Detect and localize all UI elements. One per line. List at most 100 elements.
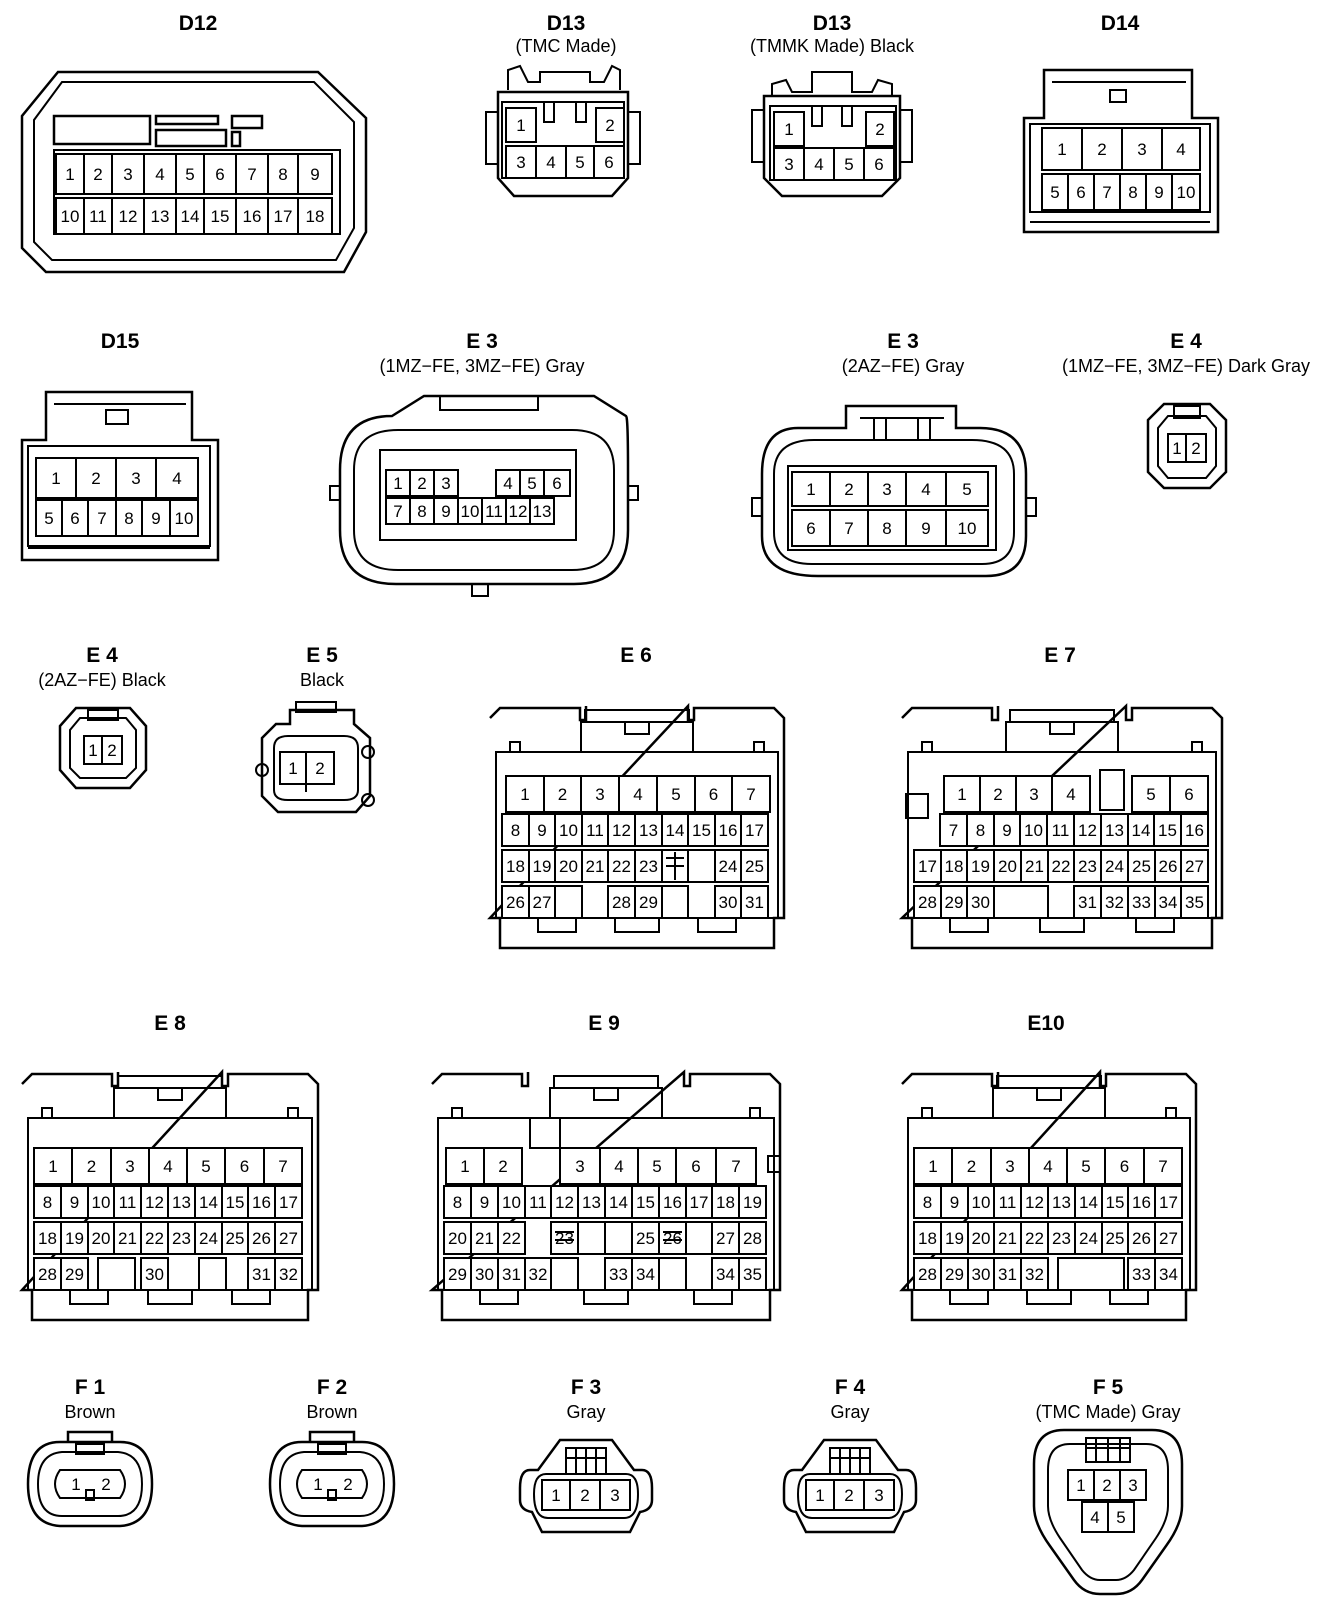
connector-outline xyxy=(317,1443,347,1455)
connector-outline xyxy=(27,445,211,547)
connector-outline xyxy=(54,1469,126,1499)
pin-number: 1 xyxy=(806,480,815,499)
pin-number: 30 xyxy=(972,1265,991,1284)
pin-number: 9 xyxy=(1154,183,1163,202)
connector-outline xyxy=(33,81,355,261)
pin-number: 15 xyxy=(211,207,230,226)
pin-cell xyxy=(35,499,63,537)
pin-cell xyxy=(497,1257,526,1291)
pin-number: 5 xyxy=(1081,1157,1090,1176)
pin-cell xyxy=(604,1185,633,1219)
connector-title: E 5 xyxy=(306,644,338,667)
pin-cell xyxy=(1143,1147,1183,1185)
connector-subtitle: (TMC Made) xyxy=(515,36,616,56)
pin-number: 1 xyxy=(71,1475,80,1494)
pin-cell xyxy=(905,471,947,507)
pin-cell xyxy=(267,197,299,235)
pin-number: 8 xyxy=(124,509,133,528)
pin-cell xyxy=(203,153,237,195)
pin-cell xyxy=(1066,1147,1106,1185)
pin-number: 6 xyxy=(1184,785,1193,804)
pin-cell xyxy=(634,849,663,883)
pin-cell xyxy=(773,111,805,147)
connector-outline xyxy=(379,449,577,541)
pin-cell xyxy=(1028,1147,1068,1185)
connector-outline xyxy=(1047,1443,1169,1581)
pin-cell xyxy=(297,153,333,195)
pin-number: 33 xyxy=(1132,893,1151,912)
pin-cell xyxy=(443,1185,472,1219)
connector-title: D13 xyxy=(547,12,586,35)
pin-cell xyxy=(274,1185,303,1219)
pin-number: 2 xyxy=(417,474,426,493)
pin-number: 17 xyxy=(918,857,937,876)
pin-cell xyxy=(595,107,625,143)
pin-number: 31 xyxy=(745,893,764,912)
pin-number: 3 xyxy=(125,1157,134,1176)
pin-number: 34 xyxy=(1159,1265,1178,1284)
pin-number: 29 xyxy=(448,1265,467,1284)
pin-cell xyxy=(1154,1221,1183,1255)
pin-number: 26 xyxy=(1159,857,1178,876)
pin-number: 12 xyxy=(145,1193,164,1212)
pin-number: 23 xyxy=(1052,1229,1071,1248)
pin-number: 11 xyxy=(89,207,107,226)
connector-outline xyxy=(532,1473,640,1519)
pin-number: 18 xyxy=(306,207,325,226)
pin-number: 6 xyxy=(691,1157,700,1176)
pin-cell xyxy=(863,1479,895,1511)
connector-outline xyxy=(496,90,630,198)
pin-number: 30 xyxy=(971,893,990,912)
pin-number: 4 xyxy=(614,1157,623,1176)
pin-cell xyxy=(148,1147,188,1185)
pin-number: 5 xyxy=(652,1157,661,1176)
pin-number: 14 xyxy=(181,207,200,226)
pin-number: 9 xyxy=(1002,821,1011,840)
pin-cell xyxy=(194,1221,223,1255)
pin-cell xyxy=(773,147,805,181)
pin-number: 1 xyxy=(313,1475,322,1494)
pin-cell xyxy=(580,775,620,813)
pin-cell xyxy=(1019,813,1048,847)
pin-number: 2 xyxy=(91,469,100,488)
connector-outline xyxy=(949,918,1175,933)
pin-cell xyxy=(685,1221,713,1255)
pin-number: 18 xyxy=(716,1193,735,1212)
connector-title: D12 xyxy=(179,12,218,35)
connector-outline xyxy=(485,111,499,165)
pin-number: 3 xyxy=(1137,140,1146,159)
connector-outline xyxy=(36,1451,144,1517)
pin-number: 8 xyxy=(882,519,891,538)
pin-number: 1 xyxy=(1172,439,1181,458)
pin-number: 2 xyxy=(993,785,1002,804)
pin-number: 7 xyxy=(278,1157,287,1176)
pin-number: 3 xyxy=(1005,1157,1014,1176)
pin-number: 22 xyxy=(502,1229,521,1248)
pin-number: 9 xyxy=(151,509,160,528)
pin-number: 15 xyxy=(1106,1193,1125,1212)
pin-number: 3 xyxy=(874,1486,883,1505)
pin-number: 17 xyxy=(274,207,293,226)
pin-number: 27 xyxy=(716,1229,735,1248)
pin-number: 34 xyxy=(716,1265,735,1284)
pin-number: 9 xyxy=(537,821,546,840)
pin-cell xyxy=(169,499,199,537)
connector-outline xyxy=(353,429,615,571)
pin-cell xyxy=(1067,173,1095,211)
connector-outline xyxy=(26,1430,154,1528)
pin-number: 28 xyxy=(918,893,937,912)
connector-outline xyxy=(507,64,621,90)
connector-outline xyxy=(338,394,630,586)
connector-outline xyxy=(52,114,152,146)
pin-cell xyxy=(1180,813,1209,847)
connector-outline xyxy=(593,1087,619,1101)
pin-number: 30 xyxy=(719,893,738,912)
connector-outline xyxy=(1109,89,1127,103)
pin-number: 14 xyxy=(1079,1193,1098,1212)
pin-cell xyxy=(274,1221,303,1255)
pin-number: 14 xyxy=(1132,821,1151,840)
pin-cell xyxy=(470,1221,499,1255)
pin-cell xyxy=(945,471,989,507)
